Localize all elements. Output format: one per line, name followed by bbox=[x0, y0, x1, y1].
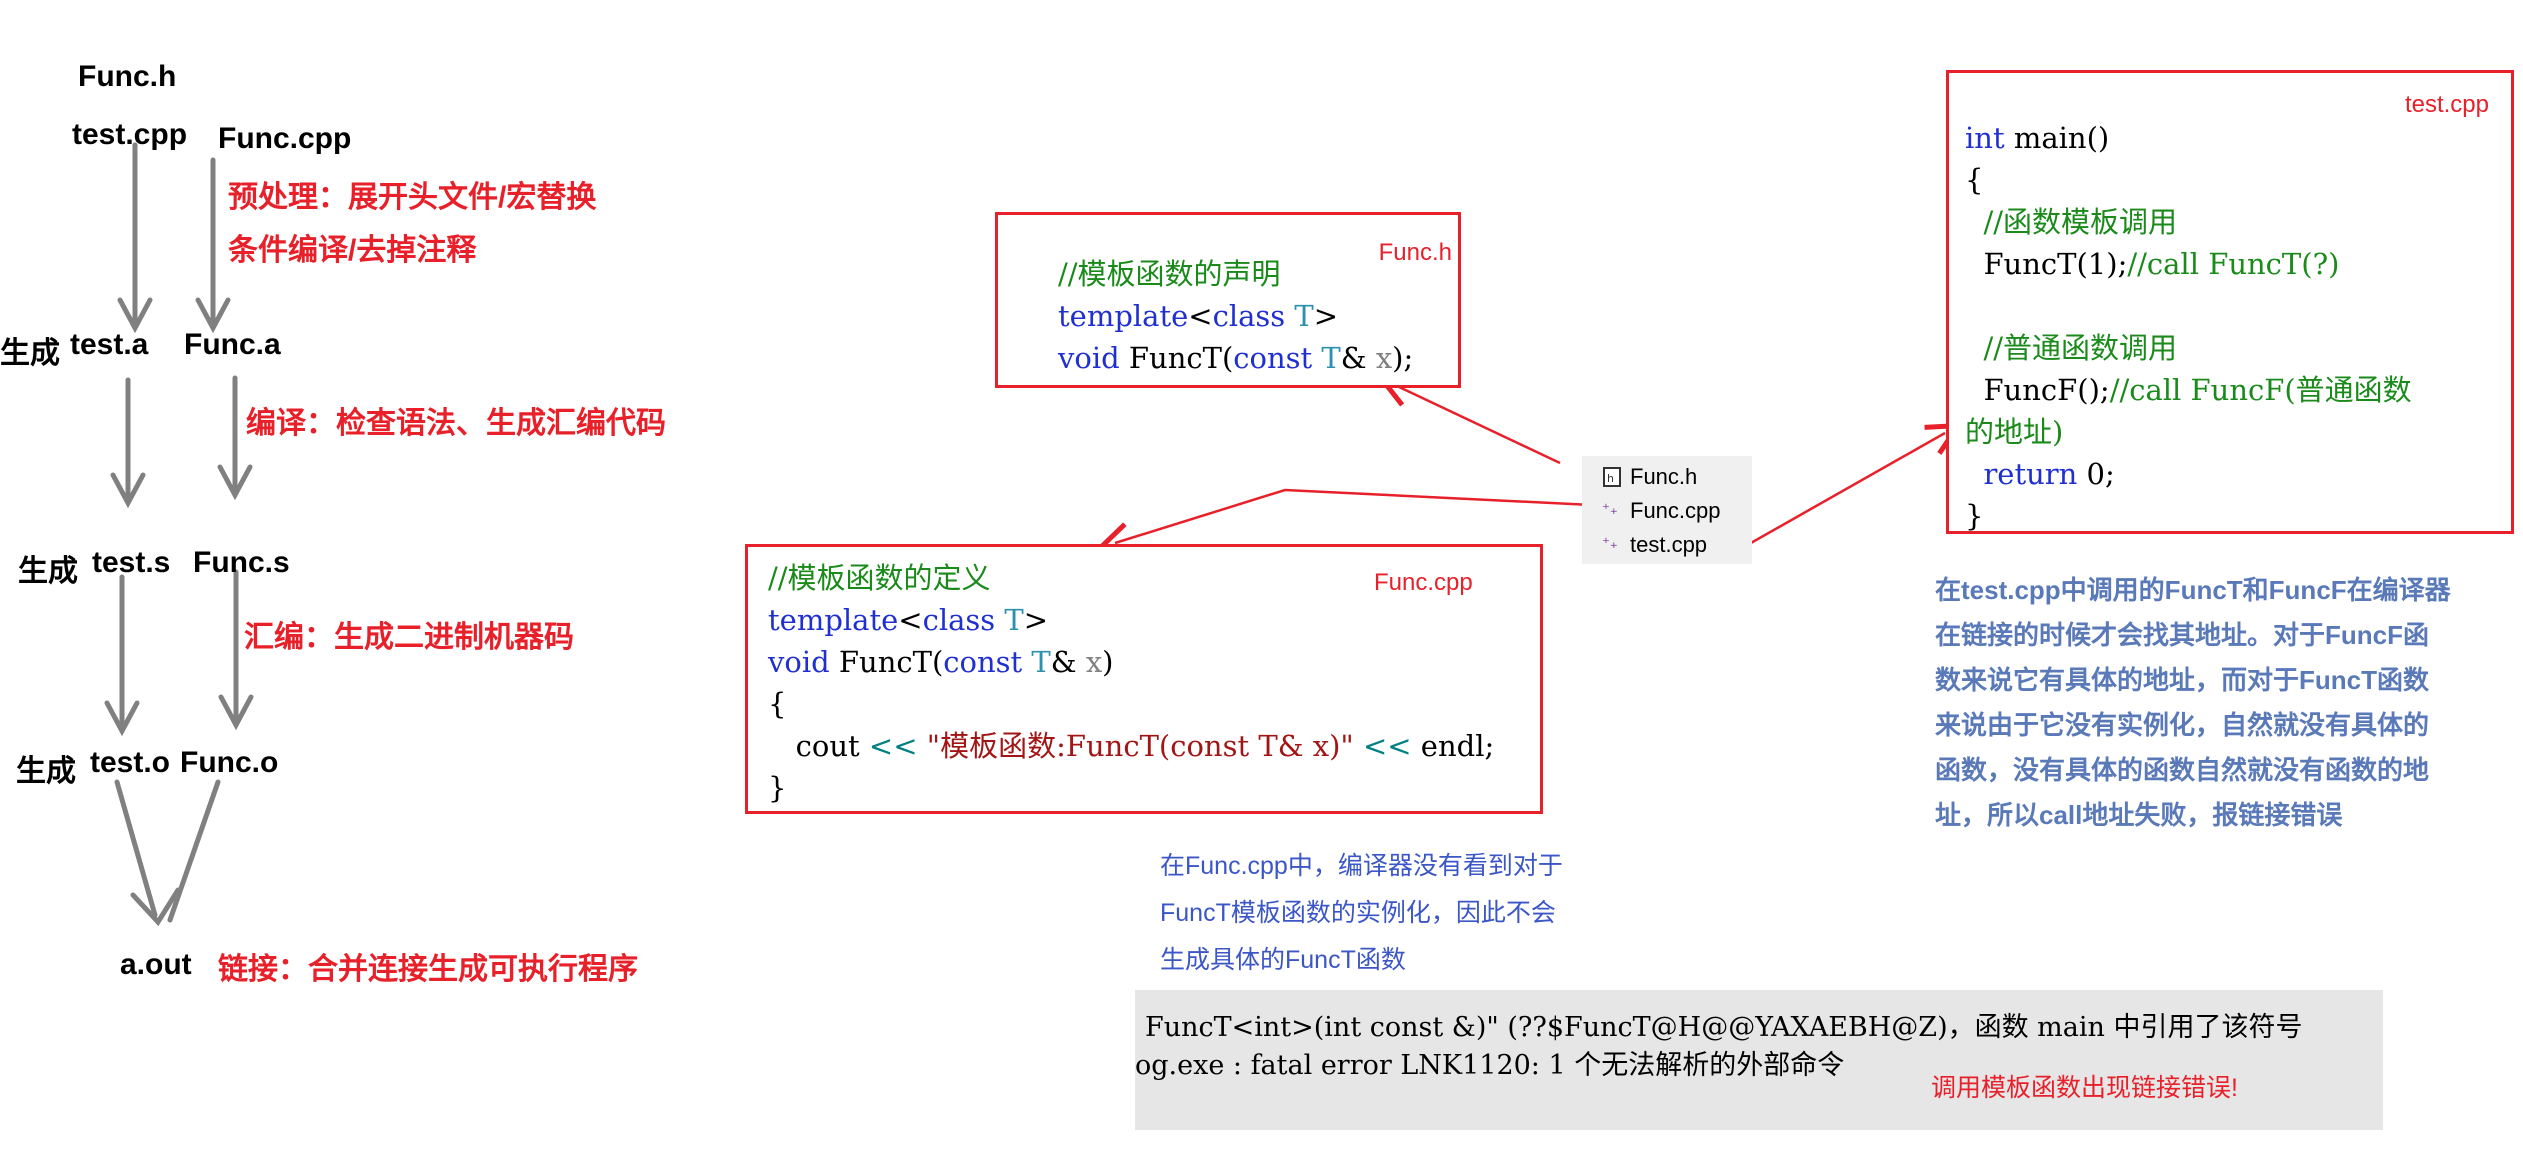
func-h-label: Func.h bbox=[78, 60, 177, 93]
link-step: 链接：合并连接生成可执行程序 bbox=[218, 953, 638, 986]
header-file-icon: h bbox=[1603, 467, 1621, 487]
declaration-comment: //模板函数的声明 bbox=[1058, 257, 1281, 291]
func-h-code: //模板函数的声明 template<class T> void FuncT(c… bbox=[1058, 257, 1414, 375]
func-cpp-code: //模板函数的定义 template<class T> void FuncT(c… bbox=[768, 561, 1495, 805]
compile-step: 编译：检查语法、生成汇编代码 bbox=[246, 407, 666, 440]
test-cpp-code-box: test.cpp int main() { //函数模板调用 FuncT(1);… bbox=[1946, 70, 2514, 534]
generate-label-2: 生成 bbox=[18, 555, 78, 588]
flow-arrows bbox=[104, 142, 254, 927]
func-cpp-box-tag: Func.cpp bbox=[1374, 569, 1473, 596]
generate-label-1: 生成 bbox=[0, 337, 60, 370]
func-cpp-code-box: Func.cpp //模板函数的定义 template<class T> voi… bbox=[745, 544, 1543, 814]
test-cpp-label: test.cpp bbox=[72, 118, 188, 151]
error-line-2: og.exe : fatal error LNK1120: 1 个无法解析的外部… bbox=[1135, 1050, 1845, 1081]
test-cpp-box-tag: test.cpp bbox=[2404, 91, 2489, 118]
middle-note: 在Func.cpp中，编译器没有看到对于 FuncT模板函数的实例化，因此不会 … bbox=[1160, 852, 1563, 974]
test-o-label: test.o bbox=[90, 746, 171, 779]
svg-text:⁺₊: ⁺₊ bbox=[1602, 500, 1618, 518]
file-item-test-cpp[interactable]: ⁺₊ test.cpp bbox=[1602, 532, 1708, 557]
definition-comment: //模板函数的定义 bbox=[768, 561, 991, 595]
error-caption: 调用模板函数出现链接错误! bbox=[1931, 1074, 2238, 1102]
func-h-code-box: Func.h //模板函数的声明 template<class T> void … bbox=[995, 212, 1461, 388]
cpp-file-icon: ⁺₊ bbox=[1602, 500, 1618, 518]
error-line-1: FuncT<int>(int const &)" (??$FuncT@H@@YA… bbox=[1145, 1012, 2303, 1043]
test-a-label: test.a bbox=[70, 328, 149, 361]
error-output-panel: FuncT<int>(int const &)" (??$FuncT@H@@YA… bbox=[1135, 990, 2383, 1130]
func-a-label: Func.a bbox=[184, 328, 281, 361]
file-item-func-cpp[interactable]: ⁺₊ Func.cpp bbox=[1602, 498, 1721, 523]
func-o-label: Func.o bbox=[180, 746, 279, 779]
func-cpp-label: Func.cpp bbox=[218, 122, 352, 155]
svg-text:h: h bbox=[1607, 472, 1614, 485]
assemble-step: 汇编：生成二进制机器码 bbox=[244, 621, 574, 654]
preprocess-step: 预处理：展开头文件/宏替换 bbox=[228, 181, 597, 214]
right-note: 在test.cpp中调用的FuncT和FuncF在编译器 在链接的时候才会找其地… bbox=[1935, 575, 2451, 830]
func-h-box-tag: Func.h bbox=[1378, 239, 1452, 266]
test-cpp-code: int main() { //函数模板调用 FuncT(1);//call Fu… bbox=[1965, 121, 2412, 533]
file-item-func-h[interactable]: h Func.h bbox=[1602, 464, 1697, 490]
func-s-label: Func.s bbox=[193, 546, 290, 579]
test-s-label: test.s bbox=[92, 546, 171, 579]
preprocess-step-cont: 条件编译/去掉注释 bbox=[228, 234, 477, 267]
cpp-file-icon: ⁺₊ bbox=[1602, 534, 1618, 552]
a-out-label: a.out bbox=[120, 948, 192, 981]
svg-text:⁺₊: ⁺₊ bbox=[1602, 534, 1618, 552]
generate-label-3: 生成 bbox=[16, 755, 76, 788]
link-arrows bbox=[1115, 385, 1945, 552]
